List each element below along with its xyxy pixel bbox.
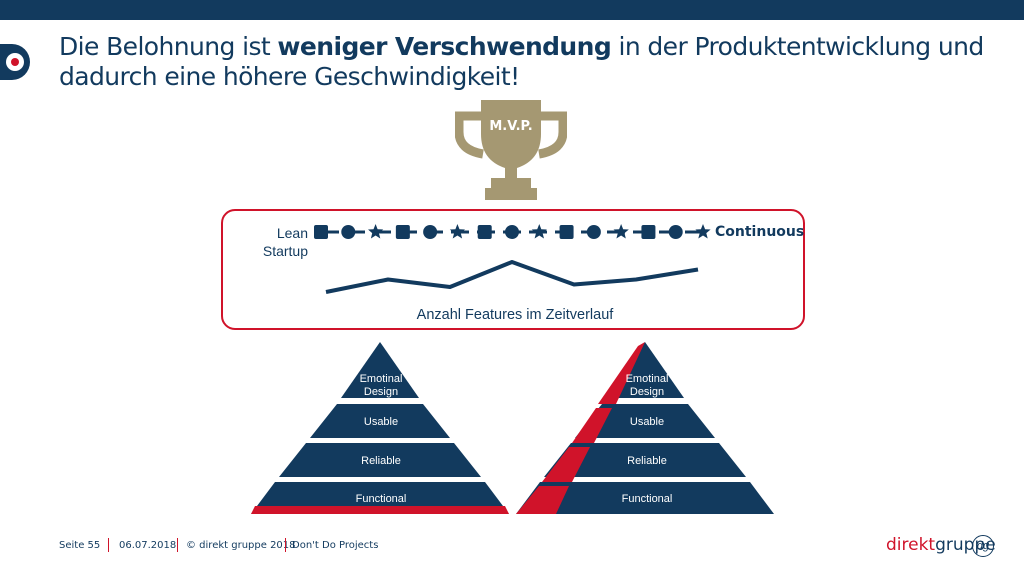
timeline-square-icon: [641, 225, 656, 239]
section-tab: [0, 44, 30, 80]
trophy-label: M.V.P.: [489, 119, 533, 134]
pyr-right-layer-4: Functional: [621, 493, 673, 505]
pyramid-left-highlight: [251, 506, 509, 514]
pyr-right-layer-2: Usable: [629, 416, 665, 428]
footer-date: 06.07.2018: [119, 540, 177, 551]
timeline-circle-icon: [586, 225, 601, 239]
timeline-box: [221, 209, 805, 330]
slide-title: Die Belohnung ist weniger Verschwendung …: [59, 32, 984, 91]
timeline-star-icon: [531, 224, 547, 239]
pyr-right-layer-1: Emotinal Design: [625, 373, 669, 398]
pyramid-left: [251, 342, 509, 514]
eye-icon: [6, 53, 24, 71]
timeline-star-icon: [368, 224, 384, 239]
timeline-square-icon: [395, 225, 410, 239]
trophy-icon: [455, 100, 567, 200]
footer-divider: [285, 538, 286, 552]
footer-project: Don't Do Projects: [292, 540, 379, 551]
timeline-star-icon: [695, 224, 711, 239]
timeline-circle-icon: [505, 225, 519, 239]
trend-line: [325, 260, 699, 294]
brand-logo-mark: dg: [972, 535, 994, 557]
pyr-left-layer-2: Usable: [363, 416, 399, 428]
footer-page: Seite 55: [59, 540, 101, 551]
timeline-circle-icon: [668, 225, 683, 239]
pyramid-right-highlight: [516, 486, 569, 514]
pyr-right-layer-3: Reliable: [627, 455, 667, 467]
timeline-star-icon: [613, 224, 629, 239]
timeline-square-icon: [477, 225, 492, 239]
pyr-left-layer-4: Functional: [355, 493, 407, 505]
footer-divider: [177, 538, 178, 552]
title-emphasis: weniger Verschwendung: [277, 32, 612, 61]
pyramid-right: [516, 342, 774, 514]
feature-axis-caption: Anzahl Features im Zeitverlauf: [416, 307, 614, 323]
pyr-left-layer-3: Reliable: [361, 455, 401, 467]
timeline-circle-icon: [341, 225, 356, 239]
pyr-left-layer-1: Emotinal Design: [359, 373, 403, 398]
top-bar: [0, 0, 1024, 20]
footer-divider: [108, 538, 109, 552]
continuous-label: Continuous: [715, 224, 805, 240]
lean-startup-label: Lean Startup: [262, 225, 308, 259]
timeline-square-icon: [314, 225, 328, 239]
timeline-square-icon: [559, 225, 574, 239]
footer-copyright: © direkt gruppe 2018: [186, 540, 296, 551]
timeline-circle-icon: [423, 225, 438, 239]
timeline-star-icon: [449, 224, 465, 239]
